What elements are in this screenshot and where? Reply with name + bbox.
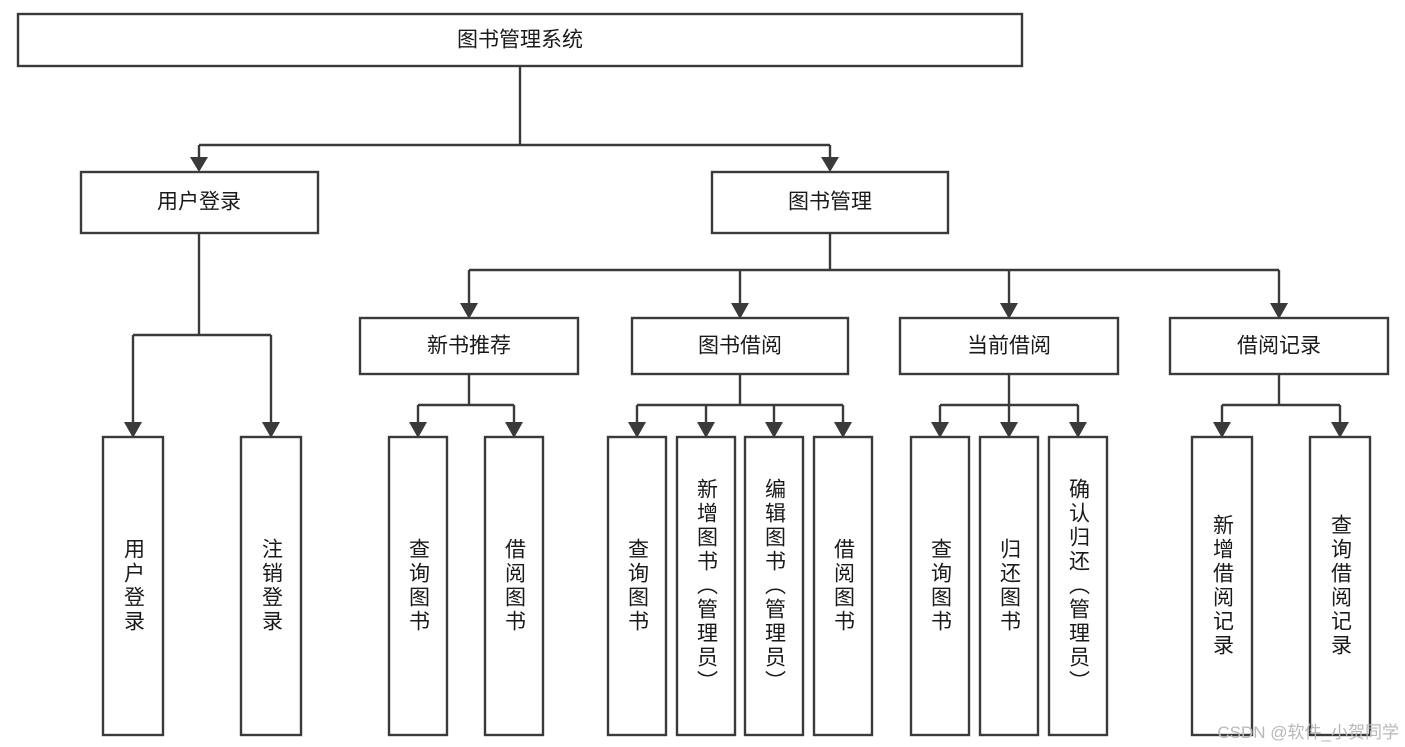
leaf-record-query[interactable]: 查询借阅记录	[1308, 435, 1372, 737]
leaf-current-query-book-box	[909, 435, 971, 737]
leaf-borrow-add-book[interactable]: 新增图书（管理员）	[675, 435, 737, 737]
leaf-new-book-query[interactable]: 查询图书	[387, 435, 449, 737]
arrowhead-record	[1270, 303, 1288, 319]
arrowhead-cb-leaf1	[931, 422, 949, 438]
node-current-borrow-box	[898, 316, 1120, 376]
leaf-user-login-signout[interactable]: 注销登录	[239, 435, 303, 737]
node-book-management[interactable]: 图书管理	[710, 170, 950, 235]
node-root-system-label: 图书管理系统	[457, 29, 583, 52]
leaf-record-query-box	[1308, 435, 1372, 737]
leaf-borrow-lend-book[interactable]: 借阅图书	[812, 435, 874, 737]
leaf-borrow-add-book-label: 新增图书（管理员）	[695, 478, 719, 694]
arrowhead-cb-leaf2	[1000, 422, 1018, 438]
leaf-new-book-query-label: 查询图书	[407, 538, 431, 634]
node-book-borrow-box	[630, 316, 850, 376]
node-new-book-recommend-box	[358, 316, 580, 376]
node-current-borrow[interactable]: 当前借阅	[898, 316, 1120, 376]
node-borrow-record-box	[1168, 316, 1390, 376]
arrowhead-new-book	[460, 303, 478, 319]
arrowhead-book-mgmt	[821, 157, 839, 172]
connector-layer	[124, 66, 1349, 438]
arrowhead-nb-leaf1	[409, 422, 427, 438]
leaf-current-confirm-return-label: 确认归还（管理员）	[1067, 478, 1091, 694]
node-book-management-label: 图书管理	[788, 191, 872, 214]
leaf-borrow-add-book-box	[675, 435, 737, 737]
arrowhead-ul-leaf1	[124, 422, 142, 438]
leaf-user-login-signout-label: 注销登录	[260, 538, 284, 634]
leaf-current-confirm-return-box	[1047, 435, 1109, 737]
node-book-borrow[interactable]: 图书借阅	[630, 316, 850, 376]
leaf-user-login-signin-box	[101, 435, 165, 737]
csdn-watermark: CSDN @软件_小贺同学	[1217, 723, 1399, 742]
node-book-management-box	[710, 170, 950, 235]
leaf-current-confirm-return[interactable]: 确认归还（管理员）	[1047, 435, 1109, 737]
leaf-borrow-lend-book-box	[812, 435, 874, 737]
node-new-book-recommend[interactable]: 新书推荐	[358, 316, 580, 376]
leaf-record-add[interactable]: 新增借阅记录	[1190, 435, 1254, 737]
node-user-login[interactable]: 用户登录	[79, 170, 320, 235]
node-user-login-box	[79, 170, 320, 235]
leaf-current-return-book[interactable]: 归还图书	[978, 435, 1040, 737]
node-book-borrow-label: 图书借阅	[698, 335, 782, 358]
leaf-current-query-book[interactable]: 查询图书	[909, 435, 971, 737]
leaf-record-add-label: 新增借阅记录	[1211, 514, 1235, 658]
arrowhead-ul-leaf2	[262, 422, 280, 438]
arrowhead-current	[1000, 303, 1018, 319]
leaf-borrow-edit-book-label: 编辑图书（管理员）	[763, 478, 787, 694]
node-current-borrow-label: 当前借阅	[967, 335, 1051, 358]
node-user-login-label: 用户登录	[157, 191, 241, 214]
leaf-borrow-query-book-box	[606, 435, 668, 737]
leaf-user-login-signin[interactable]: 用户登录	[101, 435, 165, 737]
leaf-user-login-signin-label: 用户登录	[122, 538, 146, 634]
leaf-record-query-label: 查询借阅记录	[1329, 514, 1353, 658]
node-borrow-record[interactable]: 借阅记录	[1168, 316, 1390, 376]
arrowhead-cb-leaf3	[1069, 422, 1087, 438]
leaf-borrow-edit-book[interactable]: 编辑图书（管理员）	[743, 435, 805, 737]
leaf-record-add-box	[1190, 435, 1254, 737]
leaf-current-query-book-label: 查询图书	[929, 538, 953, 634]
arrowhead-bb-leaf4	[834, 422, 852, 438]
node-root-system[interactable]: 图书管理系统	[16, 12, 1024, 68]
leaf-new-book-borrow[interactable]: 借阅图书	[483, 435, 545, 737]
node-borrow-record-label: 借阅记录	[1237, 335, 1321, 358]
leaf-borrow-query-book[interactable]: 查询图书	[606, 435, 668, 737]
arrowhead-br-leaf1	[1213, 422, 1231, 438]
arrowhead-bb-leaf2	[697, 422, 715, 438]
arrowhead-bb-leaf1	[628, 422, 646, 438]
arrowhead-br-leaf2	[1331, 422, 1349, 438]
leaf-borrow-lend-book-label: 借阅图书	[832, 538, 856, 634]
leaf-current-return-book-box	[978, 435, 1040, 737]
arrowhead-nb-leaf2	[505, 422, 523, 438]
leaf-borrow-edit-book-box	[743, 435, 805, 737]
arrowhead-borrow	[731, 303, 749, 319]
leaf-new-book-borrow-box	[483, 435, 545, 737]
arrowhead-user-login	[190, 157, 208, 172]
node-new-book-recommend-label: 新书推荐	[427, 335, 511, 358]
leaf-borrow-query-book-label: 查询图书	[626, 538, 650, 634]
arrowhead-bb-leaf3	[765, 422, 783, 438]
leaf-new-book-borrow-label: 借阅图书	[503, 538, 527, 634]
node-root-system-box	[16, 12, 1024, 68]
leaf-current-return-book-label: 归还图书	[998, 538, 1022, 634]
leaf-new-book-query-box	[387, 435, 449, 737]
leaf-user-login-signout-box	[239, 435, 303, 737]
